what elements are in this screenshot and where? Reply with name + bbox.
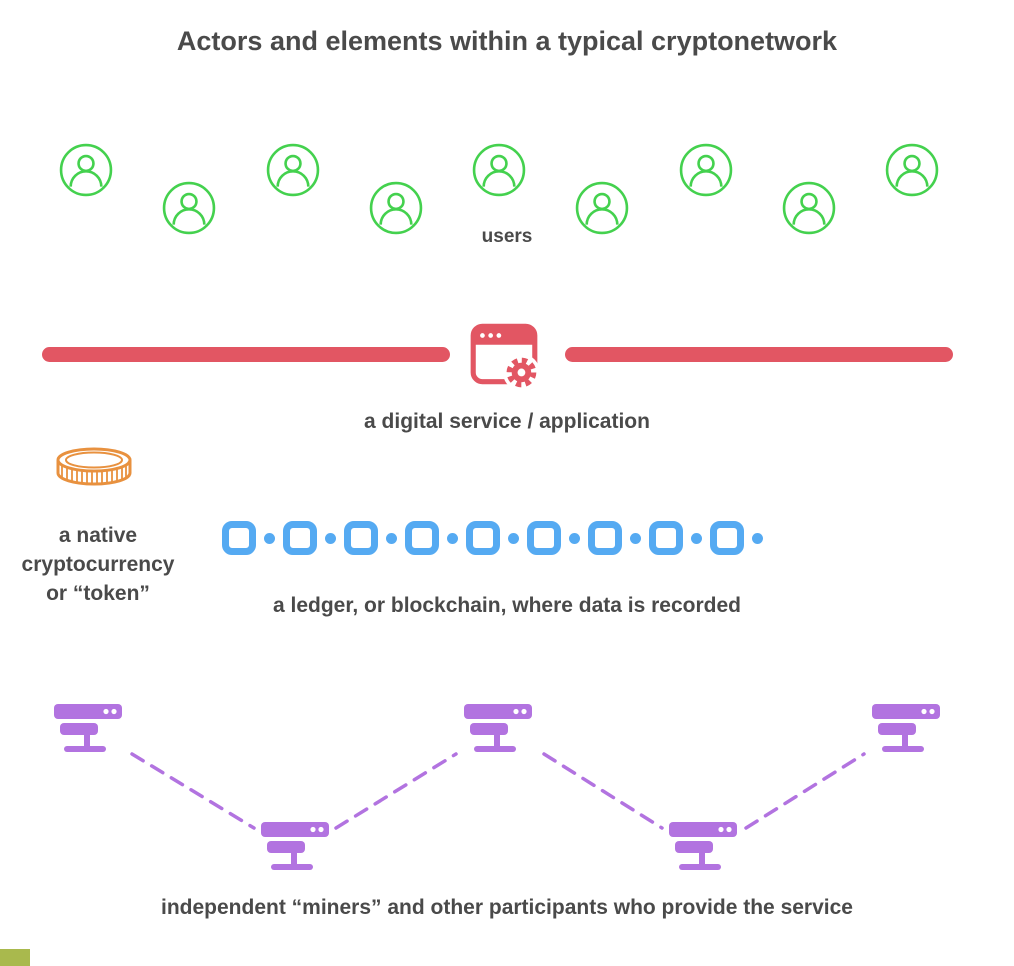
- digital-service-app-icon: [465, 316, 543, 394]
- chain-link-dot: [691, 532, 702, 544]
- diagram-title: Actors and elements within a typical cry…: [176, 26, 838, 56]
- block-icon: [405, 521, 439, 555]
- block-icon: [466, 521, 500, 555]
- chain-link-dot: [325, 532, 336, 544]
- service-bar-right: [565, 347, 953, 362]
- ledger-label: a ledger, or blockchain, where data is r…: [273, 594, 741, 617]
- chain-link-dot: [752, 532, 763, 544]
- block-icon: [283, 521, 317, 555]
- user-icon: [368, 180, 424, 236]
- digital-service-label: a digital service / application: [364, 410, 650, 433]
- chain-link-dot: [447, 532, 458, 544]
- token-label-line1: a native: [58, 524, 138, 547]
- block-icon: [527, 521, 561, 555]
- miner-server-icon: [866, 700, 946, 758]
- service-bar-left: [42, 347, 450, 362]
- user-icon: [58, 142, 114, 198]
- block-icon: [588, 521, 622, 555]
- miner-server-icon: [458, 700, 538, 758]
- chain-link-dot: [630, 532, 641, 544]
- block-icon: [222, 521, 256, 555]
- miners-label: independent “miners” and other participa…: [161, 896, 853, 919]
- miner-server-icon: [663, 818, 743, 876]
- token-label: a native cryptocurrency or “token”: [0, 521, 196, 608]
- chain-link-dot: [508, 532, 519, 544]
- block-icon: [344, 521, 378, 555]
- users-label: users: [481, 226, 533, 247]
- user-icon: [161, 180, 217, 236]
- blockchain-chain: [222, 521, 763, 555]
- token-label-line3: or “token”: [46, 582, 150, 605]
- miner-server-icon: [48, 700, 128, 758]
- user-icon: [471, 142, 527, 198]
- token-label-line2: cryptocurrency: [21, 553, 175, 576]
- chain-link-dot: [569, 532, 580, 544]
- user-icon: [884, 142, 940, 198]
- users-row: [58, 142, 940, 242]
- block-icon: [649, 521, 683, 555]
- miner-server-icon: [255, 818, 335, 876]
- chain-link-dot: [264, 532, 275, 544]
- corner-accent: [0, 949, 30, 966]
- user-icon: [265, 142, 321, 198]
- token-coin-icon: [52, 446, 136, 498]
- block-icon: [710, 521, 744, 555]
- user-icon: [678, 142, 734, 198]
- chain-link-dot: [386, 532, 397, 544]
- user-icon: [574, 180, 630, 236]
- user-icon: [781, 180, 837, 236]
